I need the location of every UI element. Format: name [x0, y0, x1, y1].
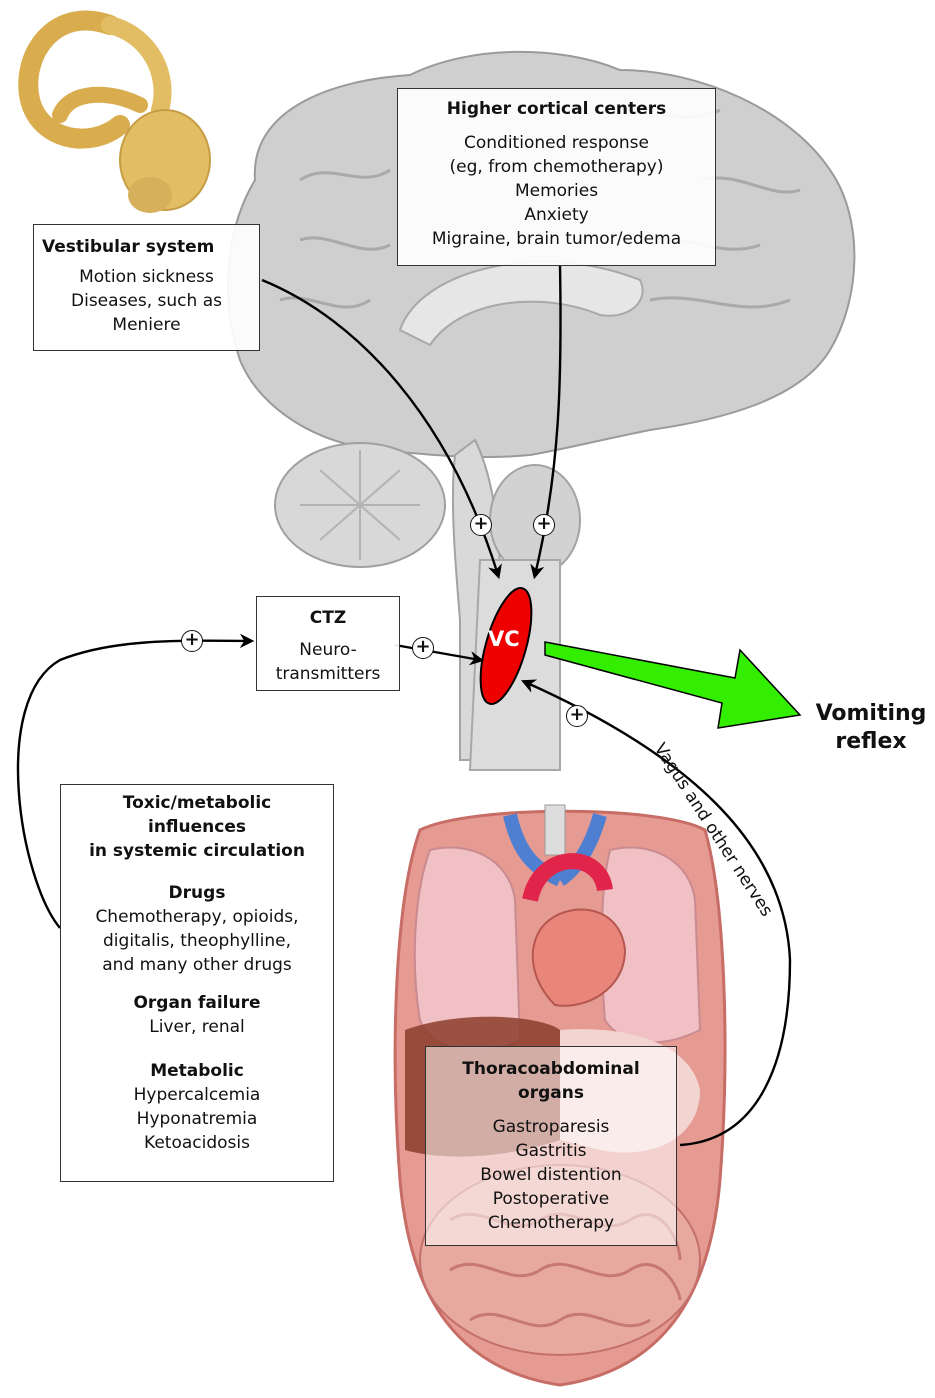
thoraco-title-1: Thoracoabdominal	[426, 1057, 676, 1081]
drugs-line-3: and many other drugs	[61, 953, 333, 977]
drugs-line-1: Chemotherapy, opioids,	[61, 905, 333, 929]
thoraco-title-2: organs	[426, 1081, 676, 1105]
plus-marker-vestibular: +	[470, 514, 492, 536]
cortical-line-1: Conditioned response	[398, 131, 715, 155]
inner-ear-illustration	[28, 20, 210, 213]
vestibular-line-3: Meniere	[34, 313, 259, 337]
plus-marker-vagus: +	[566, 705, 588, 727]
vomiting-line-1: Vomiting	[810, 700, 932, 728]
organ-failure-line-1: Liver, renal	[61, 1015, 333, 1039]
metabolic-line-2: Hyponatremia	[61, 1107, 333, 1131]
thoraco-box: Thoracoabdominal organs Gastroparesis Ga…	[425, 1046, 677, 1246]
toxic-title-1: Toxic/metabolic	[61, 791, 333, 815]
ctz-line-1: Neuro-	[257, 638, 399, 662]
thoraco-line-5: Chemotherapy	[426, 1211, 676, 1235]
plus-marker-cortical: +	[533, 514, 555, 536]
toxic-title-3: in systemic circulation	[61, 839, 333, 863]
thoraco-line-1: Gastroparesis	[426, 1115, 676, 1139]
plus-marker-ctz: +	[412, 637, 434, 659]
thoraco-line-2: Gastritis	[426, 1139, 676, 1163]
cortical-box: Higher cortical centers Conditioned resp…	[397, 88, 716, 266]
drugs-heading: Drugs	[61, 881, 333, 905]
cortical-line-4: Anxiety	[398, 203, 715, 227]
metabolic-line-3: Ketoacidosis	[61, 1131, 333, 1155]
vc-label: VC	[488, 627, 520, 651]
vestibular-line-1: Motion sickness	[34, 265, 259, 289]
cortical-title: Higher cortical centers	[398, 97, 715, 121]
cortical-line-5: Migraine, brain tumor/edema	[398, 227, 715, 251]
ctz-title: CTZ	[257, 606, 399, 630]
cortical-line-2: (eg, from chemotherapy)	[398, 155, 715, 179]
cortical-line-3: Memories	[398, 179, 715, 203]
thoraco-line-3: Bowel distention	[426, 1163, 676, 1187]
toxic-title-2: influences	[61, 815, 333, 839]
vomiting-line-2: reflex	[810, 728, 932, 756]
toxic-box: Toxic/metabolic influences in systemic c…	[60, 784, 334, 1182]
organ-failure-heading: Organ failure	[61, 991, 333, 1015]
plus-marker-toxic: +	[181, 630, 203, 652]
vestibular-box: Vestibular system Motion sickness Diseas…	[33, 224, 260, 351]
drugs-line-2: digitalis, theophylline,	[61, 929, 333, 953]
ctz-box: CTZ Neuro- transmitters	[256, 596, 400, 691]
vestibular-title: Vestibular system	[34, 235, 259, 259]
metabolic-heading: Metabolic	[61, 1059, 333, 1083]
metabolic-line-1: Hypercalcemia	[61, 1083, 333, 1107]
vestibular-line-2: Diseases, such as	[34, 289, 259, 313]
vomiting-reflex-label: Vomiting reflex	[810, 700, 932, 756]
ctz-line-2: transmitters	[257, 662, 399, 686]
thoraco-line-4: Postoperative	[426, 1187, 676, 1211]
